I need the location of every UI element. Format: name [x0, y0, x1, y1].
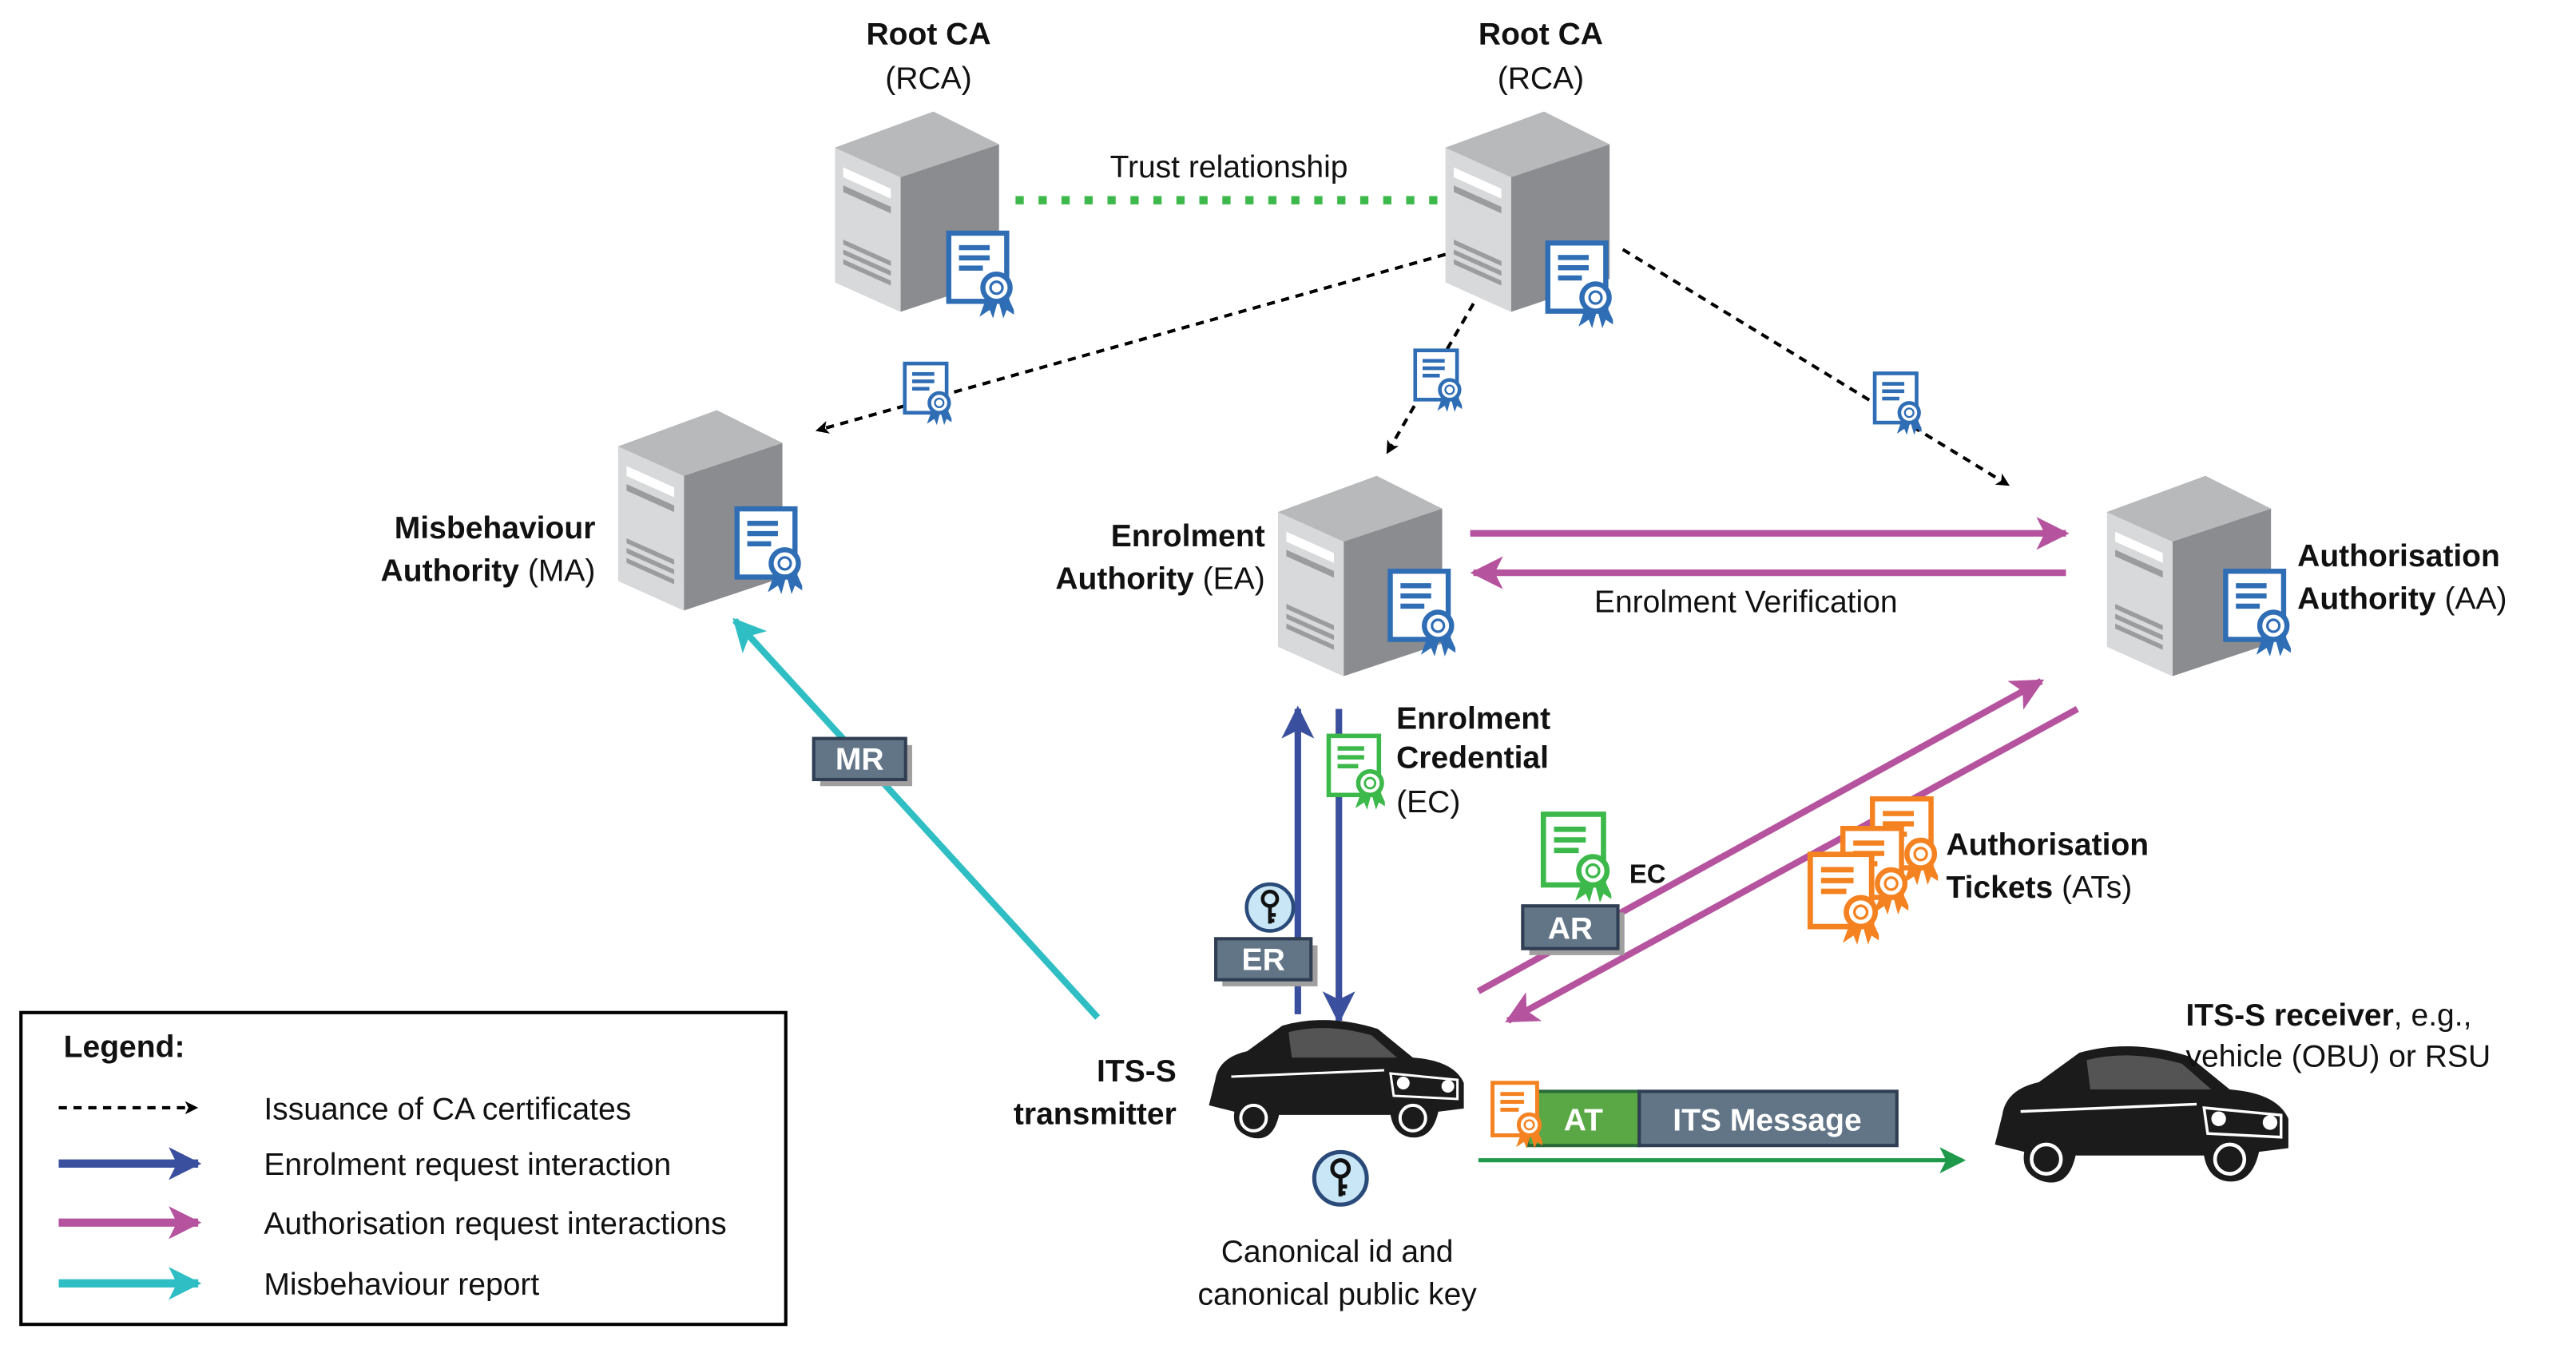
- ats-label-line2: Tickets (ATs): [1946, 871, 2132, 905]
- root-ca-right-certificate-icon: [1548, 243, 1616, 328]
- authorisation-response-arrow: [1505, 706, 2079, 1024]
- legend-title: Legend:: [64, 1030, 185, 1064]
- ats-label-line1: Authorisation: [1946, 828, 2149, 863]
- issuance-arrow-ma: [815, 252, 1447, 434]
- at-certificate-icon: [1493, 1083, 1546, 1149]
- misbehaviour-report-arrow: [732, 617, 1101, 1020]
- legend-item-authorisation: Authorisation request interactions: [264, 1207, 726, 1241]
- svg-text:AR: AR: [1548, 911, 1593, 946]
- canonical-label-line1: Canonical id and: [1221, 1235, 1454, 1269]
- rca-left-title: Root CA: [866, 17, 990, 51]
- issued-cert-aa-icon: [1875, 373, 1924, 434]
- ea-label-line1: Enrolment: [1111, 519, 1265, 553]
- issued-cert-ea-icon: [1415, 351, 1465, 412]
- issued-cert-ma-icon: [905, 363, 955, 425]
- transmitter-label-line2: transmitter: [1014, 1097, 1177, 1132]
- its-message-label: ITS Message: [1673, 1104, 1861, 1138]
- root-ca-left-certificate-icon: [949, 233, 1017, 319]
- er-key-icon: [1247, 884, 1293, 930]
- ar-message-box: AR: [1521, 904, 1625, 955]
- er-message-box: ER: [1214, 937, 1318, 986]
- legend: Legend: Issuance of CA certificates Enro…: [19, 1010, 788, 1327]
- at-label: AT: [1564, 1104, 1603, 1138]
- ar-ec-label: EC: [1629, 859, 1666, 888]
- enrolment-verification-label: Enrolment Verification: [1594, 585, 1898, 619]
- authorisation-ticket-icon-1: [1810, 855, 1882, 945]
- ec-label-line1: Enrolment: [1396, 701, 1550, 736]
- canonical-key-icon: [1314, 1152, 1367, 1204]
- legend-item-issuance: Issuance of CA certificates: [264, 1092, 631, 1126]
- rca-right-abbr: (RCA): [1498, 61, 1584, 96]
- mr-message-box: MR: [812, 736, 912, 787]
- aa-label-line1: Authorisation: [2297, 539, 2500, 573]
- rca-right-title: Root CA: [1479, 17, 1603, 51]
- ec-label-line3: (EC): [1396, 785, 1460, 819]
- receiver-label-line1: ITS-S receiver, e.g.,: [2185, 998, 2471, 1033]
- ec-label-line2: Credential: [1396, 741, 1549, 776]
- ma-label-line1: Misbehaviour: [395, 511, 596, 546]
- legend-item-misbehaviour: Misbehaviour report: [264, 1268, 539, 1302]
- ea-label-line2: Authority (EA): [1055, 562, 1264, 597]
- receiver-label-line2: vehicle (OBU) or RSU: [2185, 1040, 2491, 1074]
- its-message-packet: AT ITS Message: [1526, 1089, 1899, 1148]
- ar-ec-certificate-icon: [1543, 814, 1614, 903]
- transmitter-label-line1: ITS-S: [1097, 1054, 1177, 1089]
- legend-item-enrolment: Enrolment request interaction: [264, 1148, 671, 1182]
- canonical-label-line2: canonical public key: [1197, 1278, 1477, 1312]
- ma-label-line2: Authority (MA): [381, 553, 596, 588]
- aa-label-line2: Authority (AA): [2297, 581, 2507, 616]
- svg-text:ER: ER: [1242, 942, 1285, 977]
- its-s-transmitter-car-icon: [1209, 1020, 1464, 1138]
- svg-text:MR: MR: [836, 743, 884, 777]
- trust-relationship-label: Trust relationship: [1110, 150, 1348, 184]
- rca-left-abbr: (RCA): [885, 61, 971, 96]
- issuance-arrow-aa: [1621, 248, 2010, 486]
